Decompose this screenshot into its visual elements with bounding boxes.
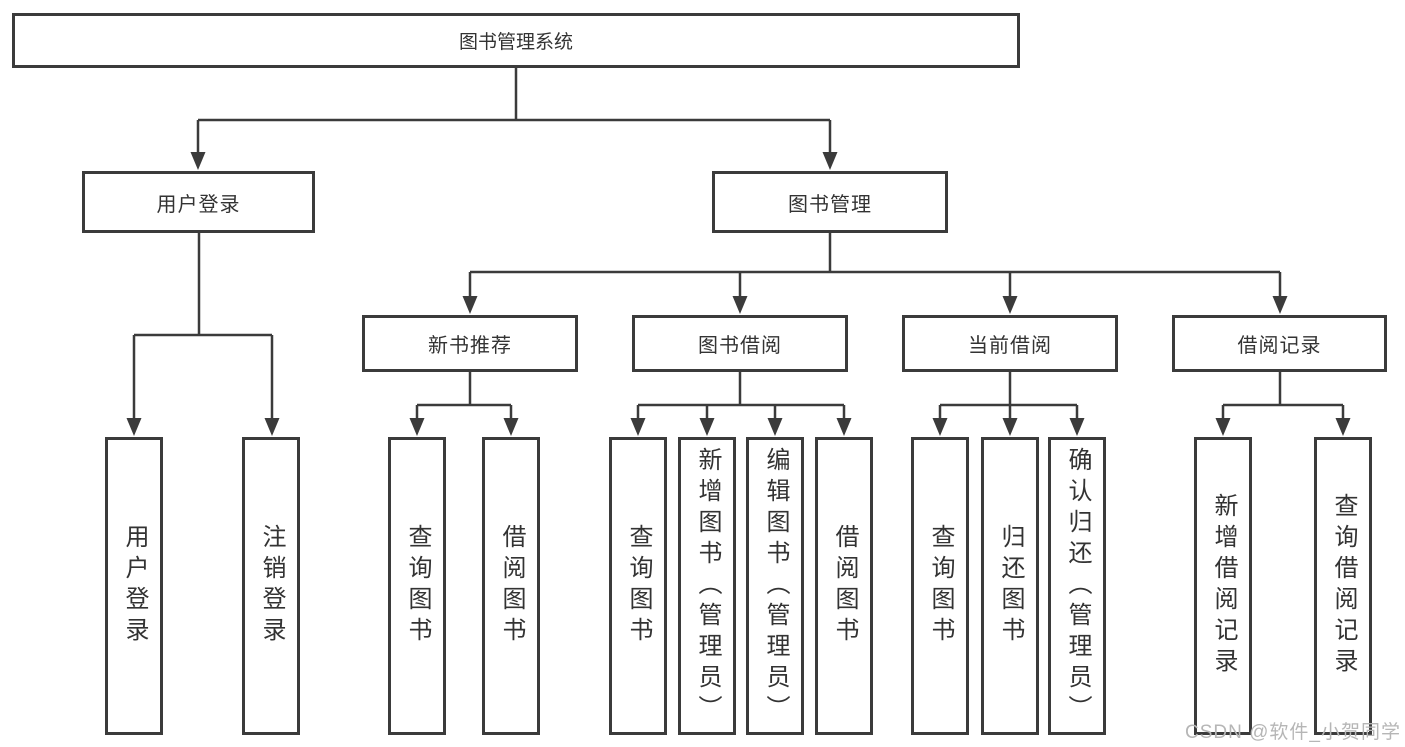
node-label: 查询借阅记录 <box>1330 493 1357 679</box>
arrow-down-icon <box>1215 418 1231 436</box>
node-label: 归还图书 <box>997 524 1024 648</box>
leaf-query-books-borrowing: 查询图书 <box>609 437 667 735</box>
arrow-down-icon <box>126 418 142 436</box>
arrow-down-icon <box>1002 296 1018 314</box>
connector-book-borrowing-to-leaves <box>636 372 846 421</box>
watermark: CSDN @软件_小贺同学 <box>1185 722 1401 743</box>
connector-current-borrowing-to-leaves <box>938 372 1079 421</box>
arrow-down-icon <box>190 152 206 170</box>
node-book-borrowing: 图书借阅 <box>632 315 848 372</box>
node-label: 查询图书 <box>927 524 954 648</box>
node-label: 新书推荐 <box>428 335 512 357</box>
arrow-down-icon <box>732 296 748 314</box>
node-label: 注销登录 <box>258 524 285 648</box>
node-label: 借阅记录 <box>1237 335 1322 357</box>
arrow-down-icon <box>462 296 478 314</box>
leaf-query-books-current: 查询图书 <box>911 437 969 735</box>
arrow-down-icon <box>822 152 838 170</box>
leaf-query-borrowing-record: 查询借阅记录 <box>1314 437 1372 735</box>
arrow-down-icon <box>503 418 519 436</box>
arrow-down-icon <box>699 418 715 436</box>
node-label: 用户登录 <box>156 193 241 216</box>
node-label: 图书借阅 <box>698 335 782 357</box>
node-label: 新增借阅记录 <box>1210 493 1237 679</box>
node-label: 当前借阅 <box>968 335 1052 357</box>
leaf-return-books: 归还图书 <box>981 437 1039 735</box>
node-label: 查询图书 <box>404 524 431 648</box>
arrow-down-icon <box>1335 418 1351 436</box>
node-current-borrowing: 当前借阅 <box>902 315 1118 372</box>
connector-new-book-recommendation-to-leaves <box>415 372 513 421</box>
leaf-add-borrowing-record: 新增借阅记录 <box>1194 437 1252 735</box>
leaf-confirm-return-admin: 确认归还（管理员） <box>1048 437 1106 735</box>
leaf-user-login: 用户登录 <box>105 437 163 735</box>
node-label: 用户登录 <box>121 524 148 648</box>
leaf-edit-books-admin: 编辑图书（管理员） <box>746 437 804 735</box>
arrow-down-icon <box>1272 296 1288 314</box>
connector-root-to-level2 <box>196 68 832 155</box>
node-library-management-system: 图书管理系统 <box>12 13 1020 68</box>
arrow-down-icon <box>1069 418 1085 436</box>
arrow-down-icon <box>932 418 948 436</box>
node-book-management: 图书管理 <box>712 171 948 233</box>
connector-user-login-to-leaves <box>132 233 274 421</box>
connector-borrowing-records-to-leaves <box>1221 372 1345 421</box>
arrow-down-icon <box>630 418 646 436</box>
node-label: 确认归还（管理员） <box>1064 446 1091 726</box>
node-label: 编辑图书（管理员） <box>762 446 789 726</box>
arrow-down-icon <box>767 418 783 436</box>
arrow-down-icon <box>264 418 280 436</box>
node-label: 查询图书 <box>625 524 652 648</box>
node-label: 借阅图书 <box>498 524 525 648</box>
node-label: 借阅图书 <box>831 524 858 648</box>
leaf-query-books-recommendation: 查询图书 <box>388 437 446 735</box>
node-user-login: 用户登录 <box>82 171 315 233</box>
leaf-borrow-books-borrowing: 借阅图书 <box>815 437 873 735</box>
arrow-down-icon <box>409 418 425 436</box>
leaf-add-books-admin: 新增图书（管理员） <box>678 437 736 735</box>
leaf-borrow-books-recommendation: 借阅图书 <box>482 437 540 735</box>
arrow-down-icon <box>836 418 852 436</box>
node-borrowing-records: 借阅记录 <box>1172 315 1387 372</box>
node-new-book-recommendation: 新书推荐 <box>362 315 578 372</box>
leaf-logout: 注销登录 <box>242 437 300 735</box>
node-label: 图书管理系统 <box>458 32 573 53</box>
connector-book-management-to-level3 <box>468 233 1282 300</box>
arrow-down-icon <box>1002 418 1018 436</box>
node-label: 新增图书（管理员） <box>694 446 721 726</box>
node-label: 图书管理 <box>788 193 872 216</box>
